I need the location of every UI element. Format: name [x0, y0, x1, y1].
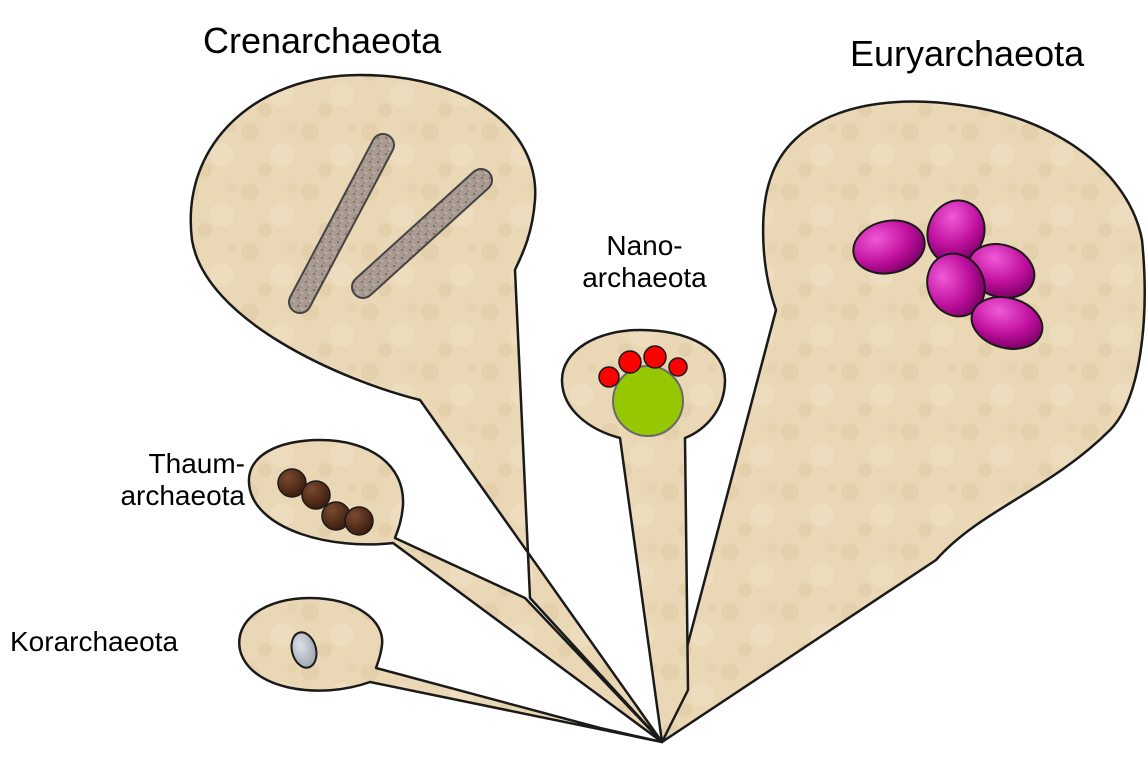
thaumarchaeota-label-line2: archaeota: [95, 480, 245, 512]
thaumarchaeota-label: Thaum- archaeota: [95, 448, 245, 512]
nanoarchaeota-label-line1: Nano-: [572, 230, 717, 262]
crenarchaeota-label: Crenarchaeota: [203, 20, 441, 61]
euryarchaeota-label: Euryarchaeota: [850, 33, 1084, 74]
korarchaeota-label: Korarchaeota: [10, 626, 178, 658]
nanoarchaeota-label: Nano- archaeota: [572, 230, 717, 294]
thaumarchaeota-label-line1: Thaum-: [95, 448, 245, 480]
euryarchaeota-branch: [662, 102, 1145, 742]
nanoarchaeota-label-line2: archaeota: [572, 262, 717, 294]
